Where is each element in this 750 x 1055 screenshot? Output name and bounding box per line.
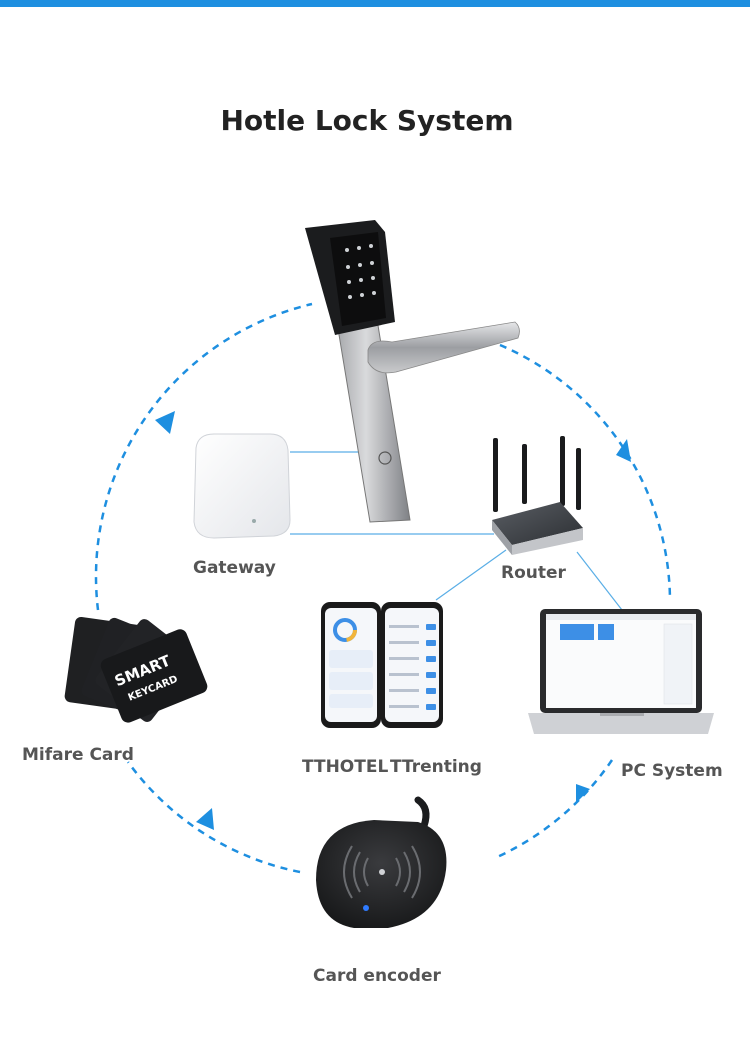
phone-ttrenting-image <box>381 602 443 728</box>
card-encoder-image <box>316 796 447 928</box>
keypad-icon <box>345 244 376 299</box>
arc-bottom-left <box>126 761 301 874</box>
page-title: Hotle Lock System <box>220 104 514 137</box>
router-image <box>492 436 583 555</box>
label-card-encoder: Card encoder <box>313 966 441 986</box>
smart-cards-image: SMART KEYCARD <box>64 616 208 723</box>
arrow-down-right-icon <box>616 439 631 462</box>
arrow-down-left-icon <box>576 784 590 803</box>
top-accent-bar <box>0 0 750 7</box>
gateway-image <box>193 433 291 539</box>
arrow-up-left-bottom-icon <box>196 808 214 830</box>
label-gateway: Gateway <box>193 558 276 578</box>
flow-arrows <box>155 411 631 830</box>
laptop-image <box>528 609 714 734</box>
arc-bottom-right <box>494 759 614 860</box>
nfc-waves-icon <box>343 845 421 899</box>
arrow-up-left-icon <box>155 411 175 434</box>
label-ttrenting: TTrenting <box>390 757 482 777</box>
door-lock-image <box>305 220 520 523</box>
phone-tthotel-image <box>321 602 381 728</box>
label-router: Router <box>501 563 566 583</box>
label-pc-system: PC System <box>621 761 723 781</box>
label-tthotel: TTHOTEL <box>302 757 389 777</box>
label-mifare-card: Mifare Card <box>22 745 134 765</box>
connection-lines <box>290 451 623 611</box>
